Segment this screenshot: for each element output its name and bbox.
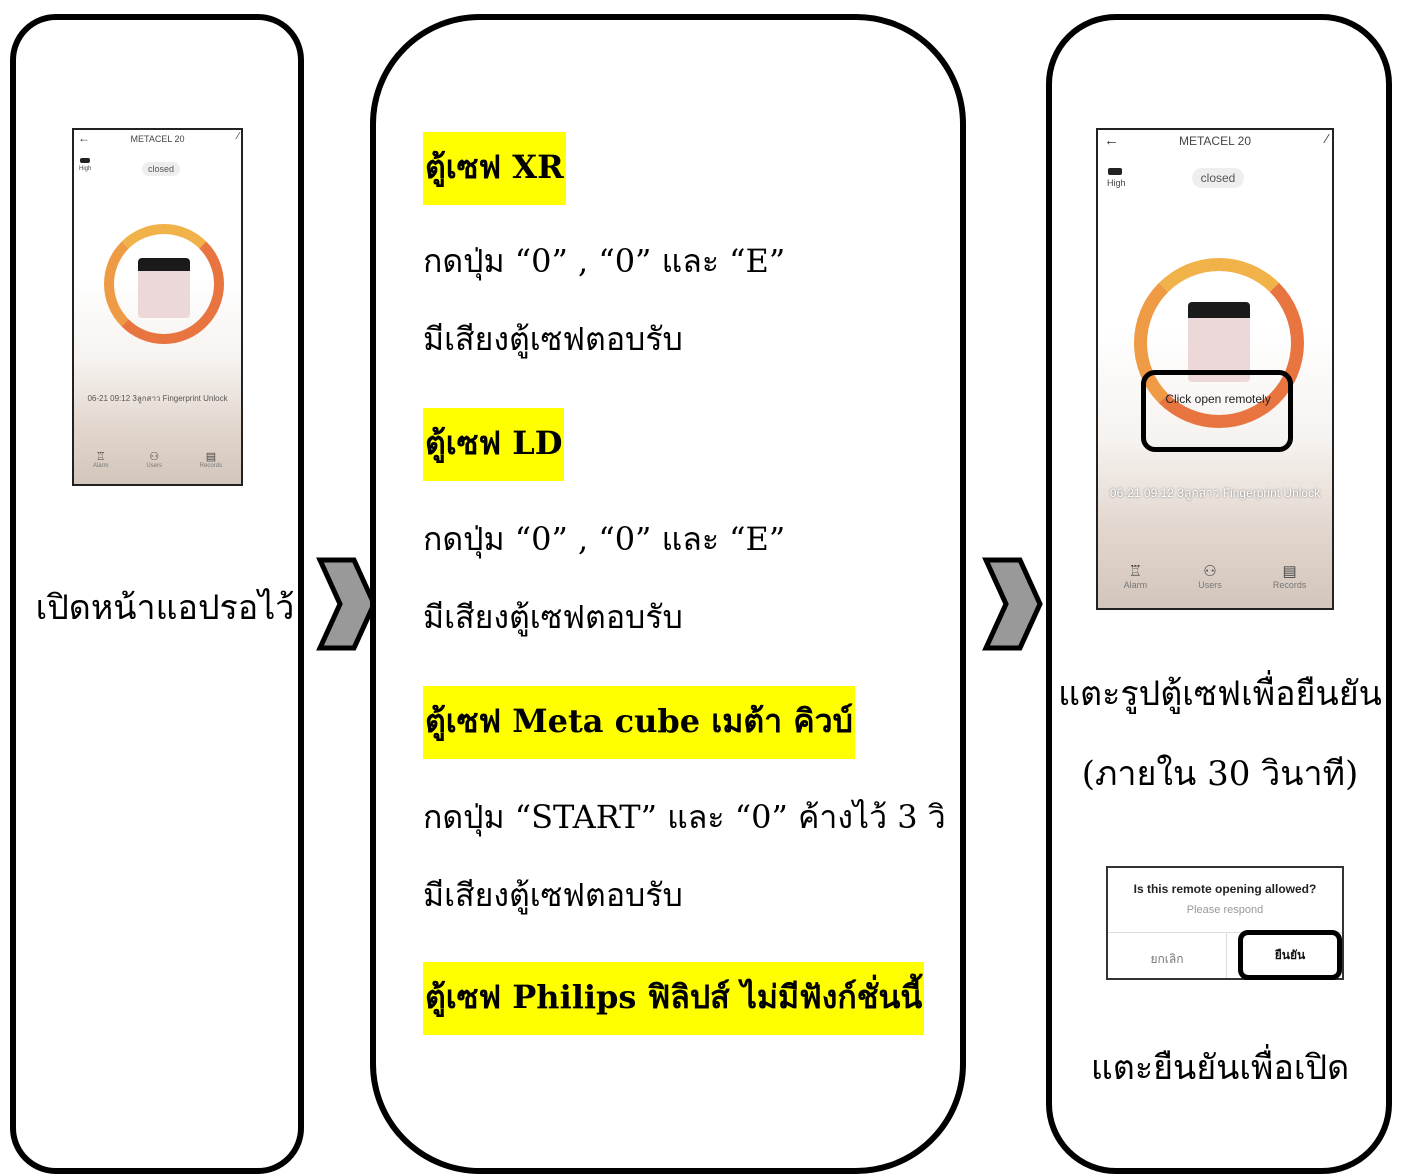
open-remotely-button[interactable]: Click open remotely <box>1165 392 1271 406</box>
app-screenshot-remote: ← METACEL 20 ∕ High closed Click open re… <box>1096 128 1334 610</box>
step3-caption-tap-confirm: แตะยืนยันเพื่อเปิด <box>1090 1048 1350 1088</box>
unlock-log: 06-21 09:12 3ลูกสาว Fingerprint Unlock <box>87 394 228 403</box>
back-arrow-icon: ← <box>78 131 90 145</box>
nav-users[interactable]: ⚇Users <box>1198 563 1222 590</box>
battery-icon <box>1108 168 1122 175</box>
step3-caption-tap-safe: แตะรูปตู้เซฟเพื่อยืนยัน <box>1058 674 1382 714</box>
confirm-button[interactable]: ยืนยัน <box>1238 930 1342 980</box>
arrow-right-icon <box>982 557 1043 651</box>
status-ring <box>104 224 224 344</box>
response-meta-cube: มีเสียงตู้เซฟตอบรับ <box>423 876 683 914</box>
users-icon: ⚇ <box>149 451 160 463</box>
instruction-xr: กดปุ่ม “0” , “0” และ “E” <box>423 242 786 280</box>
device-title: METACEL 20 <box>130 134 185 144</box>
back-arrow-icon: ← <box>1104 132 1119 149</box>
calendar-icon: ▤ <box>1282 563 1297 580</box>
instruction-ld: กดปุ่ม “0” , “0” และ “E” <box>423 520 786 558</box>
edit-icon: ∕ <box>1325 131 1328 146</box>
status-pill: closed <box>1192 168 1244 188</box>
battery-label: High <box>79 166 92 172</box>
section-heading-xr: ตู้เซฟ XR <box>423 132 566 205</box>
battery-icon <box>80 158 90 163</box>
step3-caption-time-limit: (ภายใน 30 วินาที) <box>1081 754 1359 794</box>
users-icon: ⚇ <box>1203 563 1217 580</box>
device-title: METACEL 20 <box>1178 134 1252 148</box>
bottom-nav: ♖Alarm ⚇Users ▤Records <box>74 450 241 484</box>
battery-label: High <box>1107 178 1126 188</box>
open-remotely-highlight <box>1141 370 1293 452</box>
dialog-subtitle: Please respond <box>1186 904 1264 916</box>
remote-open-dialog: Is this remote opening allowed? Please r… <box>1106 866 1344 980</box>
dialog-question: Is this remote opening allowed? <box>1133 882 1317 896</box>
alarm-icon: ♖ <box>95 451 106 463</box>
section-heading-ld: ตู้เซฟ LD <box>423 408 565 481</box>
edit-icon: ∕ <box>237 131 239 142</box>
alarm-icon: ♖ <box>1128 563 1143 580</box>
calendar-icon: ▤ <box>205 451 217 463</box>
unlock-log: 06-21 09:12 3ลูกสาว Fingerprint Unlock <box>1109 486 1321 500</box>
dialog-button-divider <box>1226 932 1227 978</box>
bottom-nav: ♖Alarm ⚇Users ▤Records <box>1098 562 1332 608</box>
cancel-button[interactable]: ยกเลิก <box>1150 952 1184 966</box>
response-ld: มีเสียงตู้เซฟตอบรับ <box>423 598 683 636</box>
nav-alarm[interactable]: ♖Alarm <box>92 451 109 469</box>
nav-alarm[interactable]: ♖Alarm <box>1123 563 1148 590</box>
section-heading-meta-cube: ตู้เซฟ Meta cube เมต้า คิวบ์ <box>423 686 855 759</box>
safe-image <box>1188 302 1250 382</box>
app-screenshot-home: ← METACEL 20 ∕ High closed 06-21 09:12 3… <box>72 128 243 486</box>
response-xr: มีเสียงตู้เซฟตอบรับ <box>423 320 683 358</box>
section-heading-philips: ตู้เซฟ Philips ฟิลิปส์ ไม่มีฟังก์ชั่นนี้ <box>423 962 925 1035</box>
nav-users[interactable]: ⚇Users <box>146 451 162 469</box>
step1-caption: เปิดหน้าแอปรอไว้ <box>35 588 295 628</box>
instruction-meta-cube: กดปุ่ม “START” และ “0” ค้างไว้ 3 วิ <box>423 798 946 836</box>
safe-image <box>138 258 190 318</box>
dialog-divider <box>1108 932 1342 933</box>
status-pill: closed <box>142 162 180 176</box>
nav-records[interactable]: ▤Records <box>199 451 223 469</box>
nav-records[interactable]: ▤Records <box>1272 563 1307 590</box>
arrow-right-icon <box>316 557 377 651</box>
